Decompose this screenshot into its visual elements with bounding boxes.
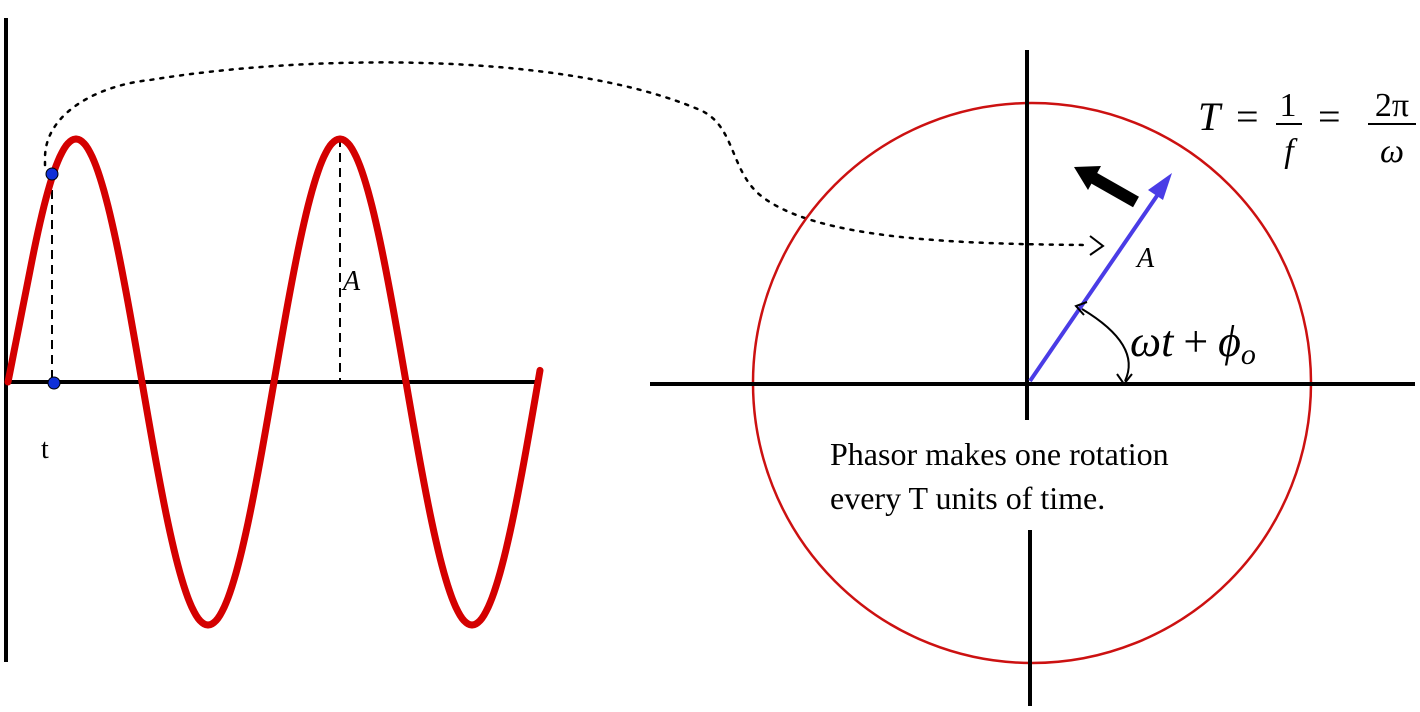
formula-denominator-1: f: [1284, 133, 1298, 170]
rotation-arrow-shaft: [1089, 171, 1139, 208]
formula-T: T: [1198, 94, 1223, 139]
wave-amplitude-label: A: [341, 266, 361, 297]
angle-phi-subscript: o: [1241, 338, 1256, 371]
angle-omega: ω: [1130, 317, 1161, 366]
angle-arc: [1074, 301, 1133, 386]
caption-line-2: every T units of time.: [830, 480, 1105, 516]
sine-wave-curve: [4, 135, 544, 629]
dotted-mapping-arrow-icon: [43, 61, 1105, 256]
angle-t: t: [1161, 317, 1175, 366]
period-formula: T = 1 f = 2π ω: [1198, 87, 1416, 170]
time-axis-marker: [47, 376, 61, 390]
formula-numerator-2: 2π: [1375, 87, 1409, 124]
sine-wave-plot: t A: [4, 18, 544, 662]
phasor-arrowhead-icon: [1148, 173, 1172, 200]
rotation-arrowhead-icon: [1074, 166, 1101, 190]
angle-arc-curve: [1081, 308, 1130, 382]
caption: Phasor makes one rotation every T units …: [830, 436, 1169, 516]
phasor-amplitude-label: A: [1135, 243, 1155, 274]
caption-line-1: Phasor makes one rotation: [830, 436, 1169, 472]
angle-phi: ϕ: [1218, 317, 1241, 366]
rotation-direction-arrow-icon: [1074, 166, 1139, 208]
mapping-arrowhead-icon: [1089, 235, 1105, 256]
angle-arc-bottom-arrowhead-icon: [1116, 373, 1133, 386]
angle-label: ωt+ϕo: [1130, 317, 1256, 371]
wave-point-marker: [45, 167, 59, 181]
phasor-plot: A ωt+ϕo: [650, 50, 1415, 706]
phasor-vector: [1028, 173, 1172, 383]
phasor-shaft: [1028, 185, 1165, 383]
time-tick-label: t: [41, 434, 49, 465]
angle-plus: +: [1183, 317, 1208, 366]
dotted-mapping-curve: [43, 61, 1090, 247]
formula-equals-1: =: [1236, 94, 1259, 139]
formula-denominator-2: ω: [1380, 133, 1404, 170]
angle-arc-top-arrowhead-icon: [1074, 301, 1088, 316]
formula-equals-2: =: [1318, 94, 1341, 139]
formula-numerator-1: 1: [1280, 87, 1297, 124]
